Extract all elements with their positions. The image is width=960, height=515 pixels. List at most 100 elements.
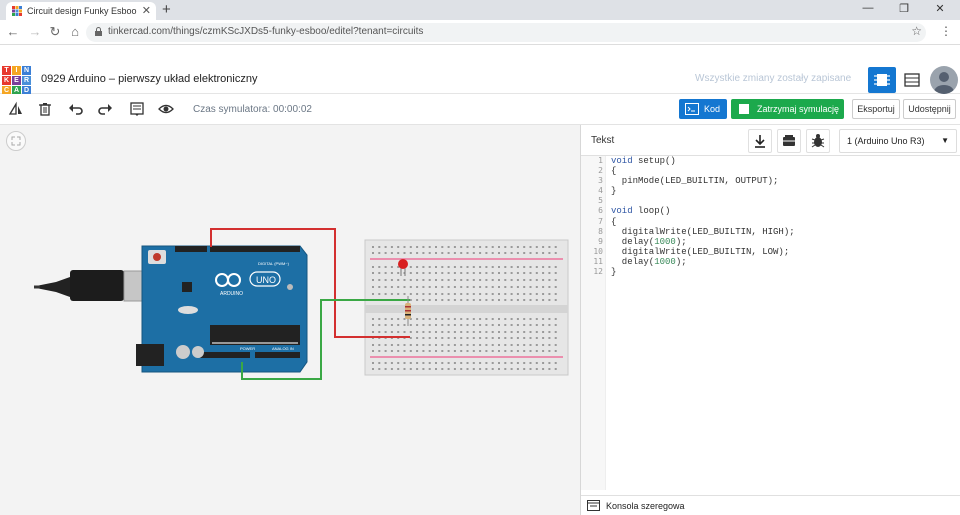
rotate-icon[interactable] <box>8 101 24 117</box>
breadboard-hole <box>441 337 444 339</box>
home-icon[interactable]: ⌂ <box>71 24 79 39</box>
breadboard-hole <box>529 286 532 288</box>
browser-menu-icon[interactable]: ⋮ <box>940 24 952 38</box>
breadboard-hole <box>548 331 551 333</box>
circuit-view-button[interactable] <box>868 67 896 93</box>
breadboard-hole <box>409 324 412 326</box>
terminal-icon <box>587 500 600 511</box>
board-digital-label: DIGITAL (PWM~) <box>258 261 290 266</box>
breadboard-hole <box>479 362 482 364</box>
save-status: Wszystkie zmiany zostały zapisane <box>695 73 852 84</box>
debugger-button[interactable] <box>806 129 830 153</box>
undo-icon[interactable] <box>68 101 84 117</box>
close-window-button[interactable]: ✕ <box>935 3 945 15</box>
breadboard-hole <box>460 252 463 254</box>
breadboard-hole <box>554 362 557 364</box>
tab-close-icon[interactable]: ✕ <box>141 5 151 17</box>
breadboard-hole <box>441 286 444 288</box>
breadboard-hole <box>542 272 545 274</box>
code-line: digitalWrite(LED_BUILTIN, HIGH); <box>611 226 795 237</box>
breadboard-hole <box>441 266 444 268</box>
project-title[interactable]: 0929 Arduino – pierwszy układ elektronic… <box>41 73 258 85</box>
device-select[interactable]: 1 (Arduino Uno R3) ▼ <box>839 129 957 153</box>
logo-letter: D <box>22 86 31 95</box>
serial-monitor-bar[interactable]: Konsola szeregowa <box>581 495 960 515</box>
visibility-eye-icon[interactable] <box>158 101 174 117</box>
breadboard-hole <box>460 299 463 301</box>
breadboard-hole <box>516 318 519 320</box>
breadboard-hole <box>422 318 425 320</box>
zoom-to-fit-button[interactable] <box>6 131 26 151</box>
breadboard-hole <box>409 344 412 346</box>
breadboard-hole <box>466 299 469 301</box>
browser-nav-bar: ← → ↻ ⌂ tinkercad.com/things/czmKScJXDs5… <box>0 20 960 45</box>
breadboard-hole <box>435 350 437 352</box>
bookmark-star-icon[interactable]: ☆ <box>911 24 922 38</box>
reload-icon[interactable]: ↻ <box>49 24 61 39</box>
breadboard-hole <box>422 368 425 370</box>
green-wire[interactable] <box>241 299 410 380</box>
breadboard-hole <box>485 350 488 352</box>
breadboard-hole <box>485 368 488 370</box>
breadboard-hole <box>516 362 519 364</box>
user-avatar[interactable] <box>930 66 958 94</box>
new-tab-button[interactable]: + <box>162 1 171 18</box>
delete-icon[interactable] <box>37 101 53 117</box>
breadboard-hole <box>409 286 412 288</box>
workplane-canvas[interactable]: ARDUINO UNO DIGITAL (PWM~) POWER ANALOG … <box>0 125 580 515</box>
breadboard-hole <box>504 299 507 301</box>
breadboard-hole <box>441 362 444 364</box>
breadboard-hole <box>460 279 463 281</box>
device-select-value: 1 (Arduino Uno R3) <box>847 136 925 146</box>
components-list-button[interactable] <box>901 70 923 90</box>
breadboard-hole <box>428 246 431 248</box>
editor-mode-label[interactable]: Tekst <box>591 135 615 146</box>
breadboard-hole <box>554 318 557 320</box>
red-led[interactable] <box>398 259 408 276</box>
breadboard-hole <box>529 272 532 274</box>
breadboard-hole <box>441 299 444 301</box>
breadboard-hole <box>504 318 507 320</box>
breadboard-hole <box>435 272 437 274</box>
red-wire[interactable] <box>210 228 410 338</box>
address-bar[interactable]: tinkercad.com/things/czmKScJXDs5-funky-e… <box>86 23 926 42</box>
breadboard-hole <box>485 318 488 320</box>
code-line: } <box>611 267 617 278</box>
breadboard-hole <box>378 331 381 333</box>
breadboard-hole <box>485 362 488 364</box>
breadboard[interactable] <box>364 239 569 376</box>
export-button[interactable]: Eksportuj <box>852 99 900 119</box>
breadboard-hole <box>535 344 538 346</box>
browser-tab[interactable]: Circuit design Funky Esboo | Tink ✕ <box>6 2 156 20</box>
code-line: pinMode(LED_BUILTIN, OUTPUT); <box>611 176 779 187</box>
forward-icon[interactable]: → <box>28 24 42 39</box>
breadboard-hole <box>409 362 412 364</box>
notes-icon[interactable] <box>129 101 145 117</box>
breadboard-hole <box>460 362 463 364</box>
breadboard-hole <box>504 350 507 352</box>
maximize-button[interactable]: ❐ <box>899 3 909 15</box>
back-icon[interactable]: ← <box>6 24 20 39</box>
breadboard-hole <box>510 252 513 254</box>
breadboard-hole <box>523 324 526 326</box>
code-button[interactable]: Kod <box>679 99 727 119</box>
breadboard-hole <box>409 318 412 320</box>
code-editor[interactable]: void setup(){ pinMode(LED_BUILTIN, OUTPU… <box>611 156 956 277</box>
minimize-button[interactable]: — <box>862 2 874 14</box>
resistor[interactable] <box>405 296 411 326</box>
stop-simulation-button[interactable]: Zatrzymaj symulację <box>731 99 844 119</box>
breadboard-hole <box>372 293 374 295</box>
breadboard-hole <box>460 293 463 295</box>
share-button[interactable]: Udostępnij <box>903 99 956 119</box>
breadboard-hole <box>542 279 545 281</box>
breadboard-hole <box>390 362 393 364</box>
breadboard-hole <box>428 252 431 254</box>
tinkercad-logo[interactable]: T I N K E R C A D <box>2 66 31 95</box>
libraries-button[interactable] <box>777 129 801 153</box>
breadboard-hole <box>554 350 557 352</box>
redo-icon[interactable] <box>97 101 113 117</box>
breadboard-hole <box>523 318 526 320</box>
download-code-button[interactable] <box>748 129 772 153</box>
arduino-uno-board[interactable]: ARDUINO UNO DIGITAL (PWM~) POWER ANALOG … <box>136 245 308 373</box>
breadboard-hole <box>535 324 538 326</box>
